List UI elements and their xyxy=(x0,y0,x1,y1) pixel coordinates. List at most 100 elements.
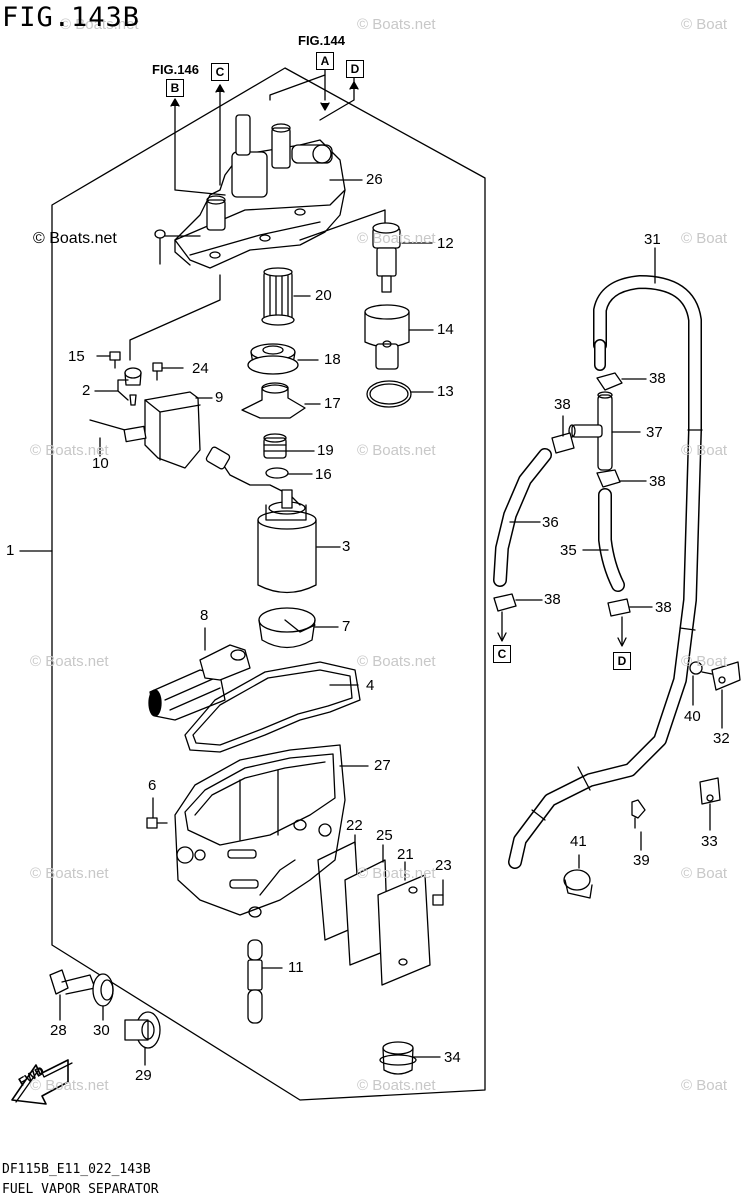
sensor-2 xyxy=(124,367,142,406)
part-number[interactable]: 30 xyxy=(93,1022,110,1039)
part-number[interactable]: 32 xyxy=(713,730,730,747)
part-number[interactable]: 12 xyxy=(437,235,454,252)
connector-d: D xyxy=(613,652,631,670)
watermark: © Boats.net xyxy=(30,865,109,882)
part-number[interactable]: 7 xyxy=(342,618,351,635)
float-8 xyxy=(148,644,251,721)
watermark: © Boat xyxy=(681,442,728,459)
part-number[interactable]: 2 xyxy=(82,382,91,399)
watermark: © Boats.net xyxy=(357,653,436,670)
pump-holder-7 xyxy=(258,607,316,649)
part-number[interactable]: 29 xyxy=(135,1067,152,1084)
protector-9 xyxy=(144,391,201,469)
screw-15 xyxy=(109,351,121,369)
clip-33 xyxy=(699,777,721,805)
clip-38 xyxy=(493,372,631,617)
part-number[interactable]: 26 xyxy=(366,171,383,188)
part-number[interactable]: 37 xyxy=(646,424,663,441)
part-number[interactable]: 40 xyxy=(684,708,701,725)
watermark: © Boats.net xyxy=(60,16,139,33)
part-number[interactable]: 28 xyxy=(50,1022,67,1039)
watermark: © Boats.net xyxy=(30,1077,109,1094)
fig-ref-144[interactable]: FIG.144 xyxy=(298,33,345,48)
o-ring-13 xyxy=(366,380,412,408)
band-41 xyxy=(563,869,593,899)
gasket-4 xyxy=(184,661,361,753)
clip-39 xyxy=(631,799,646,829)
part-number[interactable]: 15 xyxy=(68,348,85,365)
part-number[interactable]: 39 xyxy=(633,852,650,869)
part-number[interactable]: 38 xyxy=(649,473,666,490)
part-number[interactable]: 38 xyxy=(649,370,666,387)
part-number[interactable]: 1 xyxy=(6,542,15,559)
hose-11 xyxy=(247,939,263,1024)
part-number[interactable]: 16 xyxy=(315,466,332,483)
part-number[interactable]: 34 xyxy=(444,1049,461,1066)
part-number[interactable]: 6 xyxy=(148,777,157,794)
hose-36 xyxy=(493,448,552,587)
nut-40 xyxy=(689,661,713,675)
wire-10 xyxy=(89,419,147,443)
part-number[interactable]: 20 xyxy=(315,287,332,304)
part-number[interactable]: 21 xyxy=(397,846,414,863)
part-number[interactable]: 31 xyxy=(644,231,661,248)
part-number[interactable]: 18 xyxy=(324,351,341,368)
part-number[interactable]: 41 xyxy=(570,833,587,850)
pressure-valve-12 xyxy=(372,222,401,293)
hose-31 xyxy=(508,275,703,869)
grommet-34 xyxy=(379,1041,417,1075)
part-number[interactable]: 10 xyxy=(92,455,109,472)
ring-16 xyxy=(265,467,289,479)
part-number[interactable]: 36 xyxy=(542,514,559,531)
figure-title: FIG.143B xyxy=(2,2,141,33)
filter-20 xyxy=(261,267,295,326)
part-number[interactable]: 14 xyxy=(437,321,454,338)
hose-35 xyxy=(598,488,625,592)
watermark: © Boats.net xyxy=(357,16,436,33)
bracket-32 xyxy=(711,661,741,691)
separator-body-27 xyxy=(174,744,346,918)
part-number[interactable]: 35 xyxy=(560,542,577,559)
watermark: © Boats.net xyxy=(357,442,436,459)
part-number[interactable]: 8 xyxy=(200,607,209,624)
part-number[interactable]: 9 xyxy=(215,389,224,406)
watermark: © Boats.net xyxy=(357,1077,436,1094)
part-number[interactable]: 13 xyxy=(437,383,454,400)
bolt-28 xyxy=(49,969,96,995)
part-number[interactable]: 3 xyxy=(342,538,351,555)
watermark: © Boats.net xyxy=(30,442,109,459)
part-number[interactable]: 19 xyxy=(317,442,334,459)
watermark: © Boats.net xyxy=(357,865,436,882)
connector-c: C xyxy=(211,63,229,81)
watermark: © Boats.net xyxy=(357,230,436,247)
part-number[interactable]: 27 xyxy=(374,757,391,774)
figure-code: DF115B_E11_022_143B xyxy=(2,1162,151,1177)
assembly-outline xyxy=(51,67,486,1101)
fwd-arrow-icon xyxy=(11,1059,73,1105)
part-number[interactable]: 25 xyxy=(376,827,393,844)
part-number[interactable]: 17 xyxy=(324,395,341,412)
figure-name: FUEL VAPOR SEPARATOR xyxy=(2,1182,159,1197)
watermark: © Boat xyxy=(681,16,728,33)
part-number[interactable]: 38 xyxy=(544,591,561,608)
part-number[interactable]: 24 xyxy=(192,360,209,377)
part-number[interactable]: 22 xyxy=(346,817,363,834)
grommet-19 xyxy=(263,433,287,459)
watermark: © Boat xyxy=(681,865,728,882)
part-number[interactable]: 11 xyxy=(288,959,304,976)
part-number[interactable]: 38 xyxy=(554,396,571,413)
bracket-17 xyxy=(241,382,306,419)
screw-23 xyxy=(432,894,444,906)
part-number[interactable]: 23 xyxy=(435,857,452,874)
connector-b: B xyxy=(166,79,184,97)
connector-c: C xyxy=(493,645,511,663)
grommet-30 xyxy=(92,973,114,1007)
part-number[interactable]: 4 xyxy=(366,677,375,694)
separator-cover-26 xyxy=(174,114,346,269)
joint-37 xyxy=(568,391,613,471)
watermark: © Boats.net xyxy=(33,230,117,247)
fig-ref-146[interactable]: FIG.146 xyxy=(152,62,199,77)
part-number[interactable]: 33 xyxy=(701,833,718,850)
part-number[interactable]: 38 xyxy=(655,599,672,616)
